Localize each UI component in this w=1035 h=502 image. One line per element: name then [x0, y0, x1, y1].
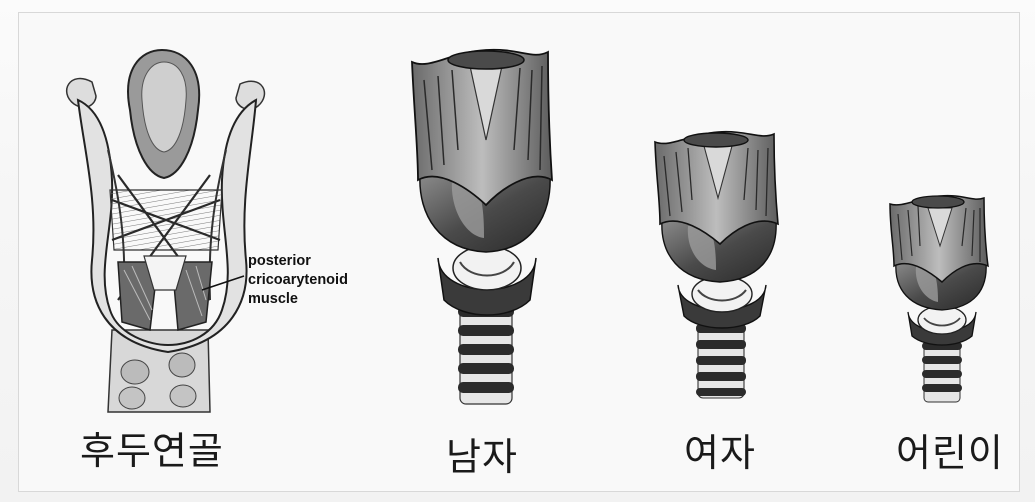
larynx-female-icon	[655, 132, 778, 398]
larynx-posterior-icon	[67, 50, 265, 412]
label-male: 남자	[446, 426, 518, 481]
annotation-line-2: cricoarytenoid	[248, 271, 348, 290]
muscle-annotation: posterior cricoarytenoid muscle	[248, 252, 348, 309]
label-section: 후두연골	[80, 420, 224, 475]
annotation-line-3: muscle	[248, 290, 348, 309]
larynx-male-icon	[412, 50, 552, 404]
label-child: 어린이	[896, 422, 1004, 477]
annotation-line-1: posterior	[248, 252, 348, 271]
label-female: 여자	[684, 422, 756, 477]
larynx-child-icon	[890, 196, 988, 402]
